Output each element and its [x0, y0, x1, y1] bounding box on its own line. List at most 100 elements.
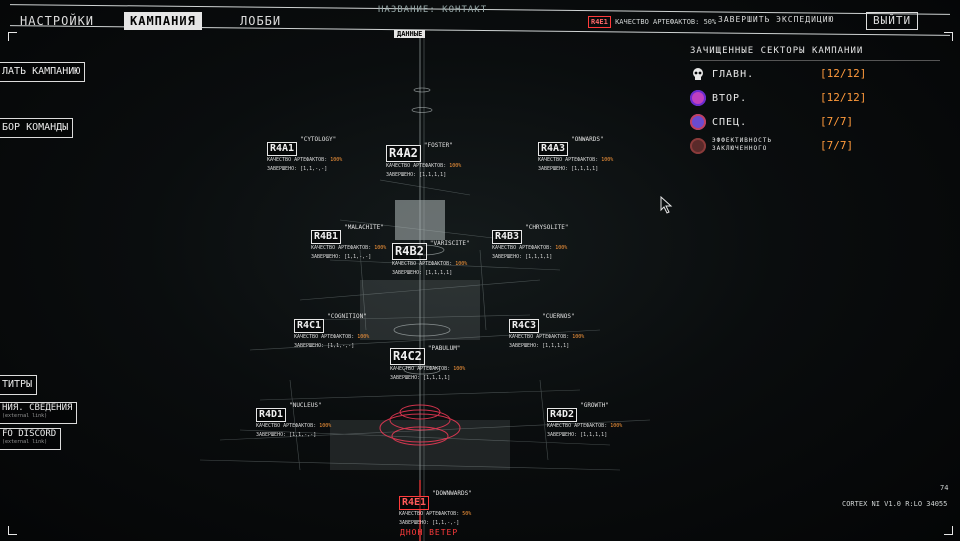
sector-node-r4e1[interactable]: R4E1"DOWNWARDS" КАЧЕСТВО АРТЕФАКТОВ: 50%… — [399, 490, 472, 528]
sector-node-r4b2[interactable]: R4B2"VARISCITE" КАЧЕСТВО АРТЕФАКТОВ: 100… — [392, 240, 470, 278]
skull-icon — [690, 66, 706, 82]
data-marker: ДАННЫЕ — [394, 30, 426, 38]
sector-code: R4B3 — [492, 230, 523, 244]
sector-code: R4B2 — [392, 243, 427, 260]
sector-name: "CHRYSOLITE" — [525, 224, 569, 231]
sector-name: "CUERNOS" — [542, 313, 575, 320]
quality-label: КАЧЕСТВО АРТЕФАКТОВ: — [267, 157, 328, 163]
sector-node-r4c1[interactable]: R4C1"COGNITION" КАЧЕСТВО АРТЕФАКТОВ: 100… — [294, 313, 369, 351]
credits-button[interactable]: ТИТРЫ — [0, 375, 38, 395]
sector-code: R4A2 — [386, 145, 421, 162]
top-navigation-bar: НАЗВАНИЕ: КОНТАКТ НАСТРОЙКИ КАМПАНИЯ ЛОБ… — [0, 4, 960, 36]
sector-name: "DOWNWARDS" — [432, 490, 472, 497]
quality-label: КАЧЕСТВО АРТЕФАКТОВ: — [390, 366, 451, 372]
discord-link-button[interactable]: FO DISCORD (external link) — [0, 428, 62, 450]
prisoner-efficiency-value: [7/7] — [820, 139, 854, 152]
quality-label: КАЧЕСТВО АРТЕФАКТОВ: — [256, 423, 317, 429]
quality-label: КАЧЕСТВО АРТЕФАКТОВ: — [509, 334, 570, 340]
sector-code: R4D1 — [256, 408, 287, 422]
corner-bracket — [944, 32, 953, 41]
cleared-special-value: [7/7] — [820, 115, 854, 128]
tab-lobby[interactable]: ЛОББИ — [240, 14, 282, 28]
sector-node-r4c2[interactable]: R4C2"PABULUM" КАЧЕСТВО АРТЕФАКТОВ: 100% … — [390, 345, 465, 383]
quality-value: 100% — [455, 261, 468, 267]
quality-label: КАЧЕСТВО АРТЕФАКТОВ: — [392, 261, 453, 267]
bottom-marker: ДНОН ВЕТЕР — [400, 528, 459, 537]
corner-bracket — [944, 526, 953, 535]
quality-value: 100% — [555, 245, 568, 251]
sector-code: R4C1 — [294, 319, 325, 333]
prisoner-efficiency-row: ЭФФЕКТИВНОСТЬ ЗАКЛЮЧЕННОГО [7/7] — [690, 137, 950, 156]
cleared-main-row: ГЛАВН. [12/12] — [690, 66, 950, 84]
quality-value: 100% — [610, 423, 623, 429]
sector-code: R4C3 — [509, 319, 540, 333]
completion-status: ЗАВЕРШЕНО: [1,1,-,-] — [311, 254, 372, 260]
sector-name: "CYTOLOGY" — [300, 136, 337, 143]
mission-name: НАЗВАНИЕ: КОНТАКТ — [378, 5, 488, 15]
completion-status: ЗАВЕРШЕНО: [1,1,1,1] — [392, 270, 453, 276]
sector-node-r4d1[interactable]: R4D1"NUCLEUS" КАЧЕСТВО АРТЕФАКТОВ: 100% … — [256, 402, 331, 440]
sector-code: R4C2 — [390, 348, 425, 365]
exit-button[interactable]: ВЫЙТИ — [866, 12, 919, 30]
sector-node-r4c3[interactable]: R4C3"CUERNOS" КАЧЕСТВО АРТЕФАКТОВ: 100% … — [509, 313, 584, 351]
sector-name: "PABULUM" — [427, 345, 461, 352]
sector-name: "NUCLEUS" — [289, 402, 322, 409]
divider — [690, 60, 940, 61]
sector-node-r4b1[interactable]: R4B1"MALACHITE" КАЧЕСТВО АРТЕФАКТОВ: 100… — [311, 224, 386, 262]
continue-campaign-button[interactable]: ЛАТЬ КАМПАНИЮ — [0, 62, 86, 82]
completion-status: ЗАВЕРШЕНО: [1,1,-,-] — [256, 432, 317, 438]
sector-code: R4D2 — [547, 408, 578, 422]
special-sector-icon — [690, 114, 706, 130]
info-link-button[interactable]: НИЯ. СВЕДЕНИЯ (external link) — [0, 402, 78, 424]
discord-link-label: FO DISCORD — [2, 429, 57, 439]
quality-value: 100% — [453, 366, 466, 372]
completion-status: ЗАВЕРШЕНО: [1,1,1,1] — [386, 172, 447, 178]
sector-node-r4a1[interactable]: R4A1"CYTOLOGY" КАЧЕСТВО АРТЕФАКТОВ: 100%… — [267, 136, 342, 174]
current-sector-status: R4E1 КАЧЕСТВО АРТЕФАКТОВ: 50% — [588, 16, 717, 28]
current-artifact-quality: КАЧЕСТВО АРТЕФАКТОВ: 50% — [615, 18, 717, 26]
version-label: CORTEX NI V1.0 R:LO 34055 — [842, 500, 948, 508]
cleared-special-label: СПЕЦ. — [712, 117, 748, 128]
end-expedition-button[interactable]: ЗАВЕРШИТЬ ЭКСПЕДИЦИЮ — [718, 15, 835, 24]
quality-label: КАЧЕСТВО АРТЕФАКТОВ: — [538, 157, 599, 163]
completion-status: ЗАВЕРШЕНО: [1,1,1,1] — [509, 343, 570, 349]
quality-value: 100% — [572, 334, 585, 340]
sector-name: "MALACHITE" — [344, 224, 384, 231]
quality-value: 100% — [319, 423, 332, 429]
corner-bracket — [8, 526, 17, 535]
completion-status: ЗАВЕРШЕНО: [1,1,-,-] — [267, 166, 328, 172]
sector-code: R4B1 — [311, 230, 342, 244]
secondary-sector-icon — [690, 90, 706, 106]
cleared-main-value: [12/12] — [820, 67, 867, 80]
completion-status: ЗАВЕРШЕНО: [1,1,1,1] — [492, 254, 553, 260]
cleared-secondary-label: ВТОР. — [712, 93, 748, 104]
external-link-note: (external link) — [2, 413, 48, 419]
sector-node-r4d2[interactable]: R4D2"GROWTH" КАЧЕСТВО АРТЕФАКТОВ: 100% З… — [547, 402, 622, 440]
sector-name: "FOSTER" — [423, 142, 453, 149]
sector-name: "ONWARDS" — [571, 136, 604, 143]
quality-label: КАЧЕСТВО АРТЕФАКТОВ: — [547, 423, 608, 429]
sector-code: R4A3 — [538, 142, 569, 156]
sector-node-r4a3[interactable]: R4A3"ONWARDS" КАЧЕСТВО АРТЕФАКТОВ: 100% … — [538, 136, 613, 174]
tab-campaign[interactable]: КАМПАНИЯ — [124, 12, 202, 30]
quality-label: КАЧЕСТВО АРТЕФАКТОВ: — [311, 245, 372, 251]
sector-node-r4a2[interactable]: R4A2"FOSTER" КАЧЕСТВО АРТЕФАКТОВ: 100% З… — [386, 142, 461, 180]
completion-status: ЗАВЕРШЕНО: [1,1,-,-] — [294, 343, 355, 349]
team-select-button[interactable]: БОР КОМАНДЫ — [0, 118, 74, 138]
quality-value: 100% — [330, 157, 343, 163]
sector-code: R4A1 — [267, 142, 298, 156]
cleared-secondary-row: ВТОР. [12/12] — [690, 90, 950, 108]
info-link-label: НИЯ. СВЕДЕНИЯ — [2, 403, 73, 413]
cleared-sectors-title: ЗАЧИЩЕННЫЕ СЕКТОРЫ КАМПАНИИ — [690, 46, 864, 56]
tab-settings[interactable]: НАСТРОЙКИ — [20, 14, 95, 28]
corner-bracket — [8, 32, 17, 41]
completion-status: ЗАВЕРШЕНО: [1,1,1,1] — [538, 166, 599, 172]
cleared-special-row: СПЕЦ. [7/7] — [690, 114, 950, 132]
quality-label: КАЧЕСТВО АРТЕФАКТОВ: — [492, 245, 553, 251]
sector-name: "GROWTH" — [580, 402, 609, 409]
sector-node-r4b3[interactable]: R4B3"CHRYSOLITE" КАЧЕСТВО АРТЕФАКТОВ: 10… — [492, 224, 568, 262]
sector-code: R4E1 — [399, 496, 430, 510]
fps-counter: 74 — [940, 484, 949, 492]
quality-value: 50% — [462, 511, 472, 517]
